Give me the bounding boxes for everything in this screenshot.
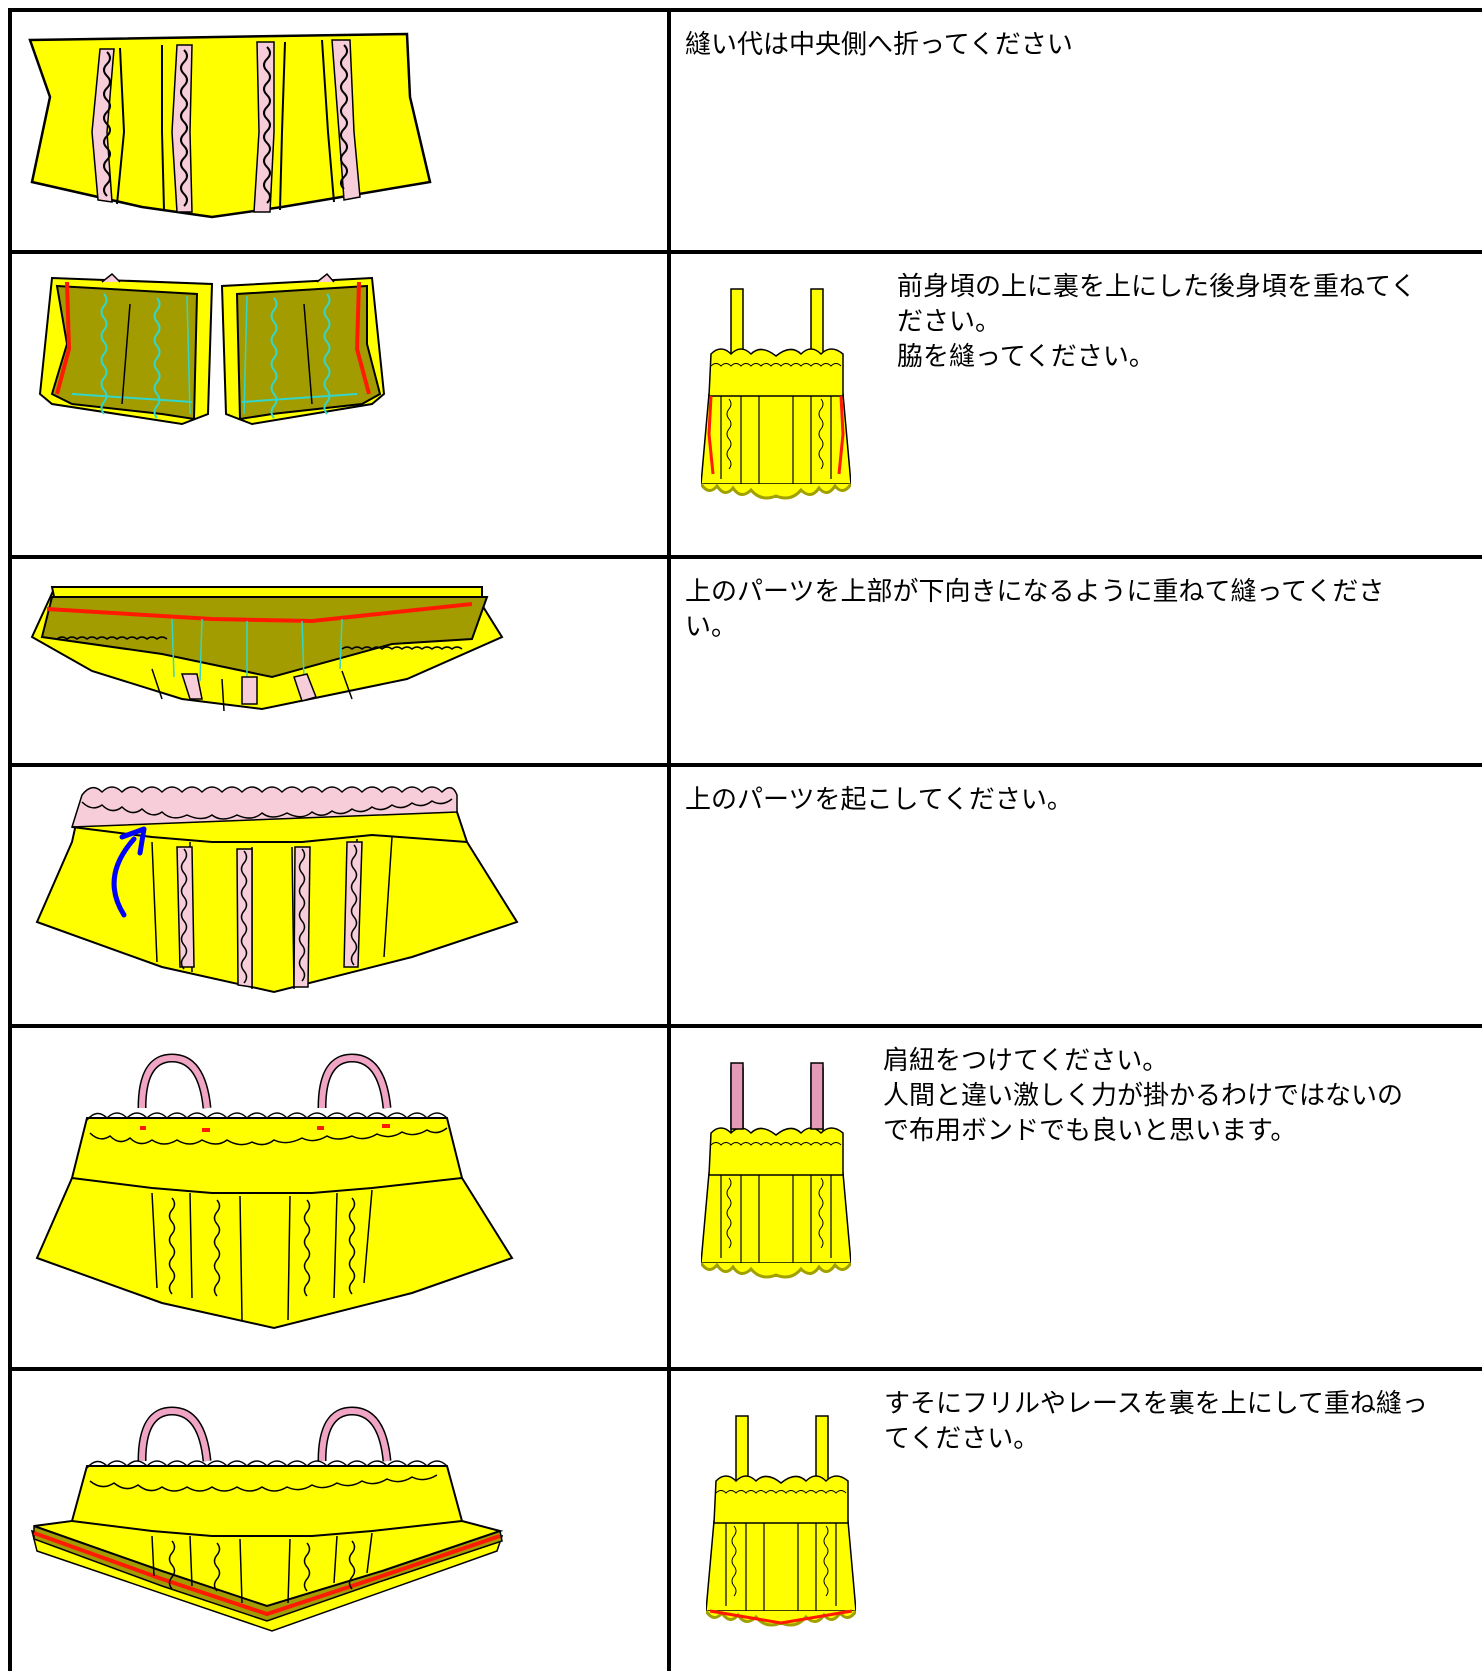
step-4-description-cell: 上のパーツを起こしてください。 xyxy=(671,767,1482,1024)
column-divider xyxy=(667,8,671,1671)
step-6-description-cell: すそにフリルやレースを裏を上にして重ね縫っ てください。 xyxy=(671,1371,1482,1671)
step-1-description-cell: 縫い代は中央側へ折ってください xyxy=(671,12,1482,250)
step-6-illustration xyxy=(12,1371,667,1671)
step-4-text: 上のパーツを起こしてください。 xyxy=(685,785,1073,815)
row-divider xyxy=(8,1024,1482,1028)
step-3-illustration xyxy=(12,559,667,763)
step-3-description-cell: 上のパーツを上部が下向きになるように重ねて縫ってくださ い。 xyxy=(671,559,1482,763)
row-divider xyxy=(8,763,1482,767)
step-4-illustration xyxy=(12,767,667,1024)
row-divider xyxy=(8,250,1482,254)
camisole-hem-preview xyxy=(706,1414,856,1627)
step-5-text: 肩紐をつけてください。 人間と違い激しく力が掛かるわけではないの で布用ボンドで… xyxy=(883,1046,1404,1146)
step-5-illustration xyxy=(12,1028,667,1367)
step-2-text: 前身頃の上に裏を上にした後身頃を重ねてく ださい。 脇を縫ってください。 xyxy=(897,272,1417,372)
step-5-description-cell: 肩紐をつけてください。 人間と違い激しく力が掛かるわけではないの で布用ボンドで… xyxy=(671,1028,1482,1367)
step-2-description-cell: 前身頃の上に裏を上にした後身頃を重ねてく ださい。 脇を縫ってください。 xyxy=(671,254,1482,555)
column-divider xyxy=(8,8,12,1671)
row-divider xyxy=(8,555,1482,559)
camisole-side-seams-preview xyxy=(701,287,851,500)
step-1-illustration xyxy=(12,12,667,250)
row-divider xyxy=(8,8,1482,12)
step-3-text: 上のパーツを上部が下向きになるように重ねて縫ってくださ い。 xyxy=(685,577,1385,642)
step-2-illustration xyxy=(12,254,667,555)
step-1-text: 縫い代は中央側へ折ってください xyxy=(685,30,1073,60)
row-divider xyxy=(8,1367,1482,1371)
camisole-straps-preview xyxy=(701,1062,851,1279)
step-6-text: すそにフリルやレースを裏を上にして重ね縫っ てください。 xyxy=(884,1389,1428,1454)
